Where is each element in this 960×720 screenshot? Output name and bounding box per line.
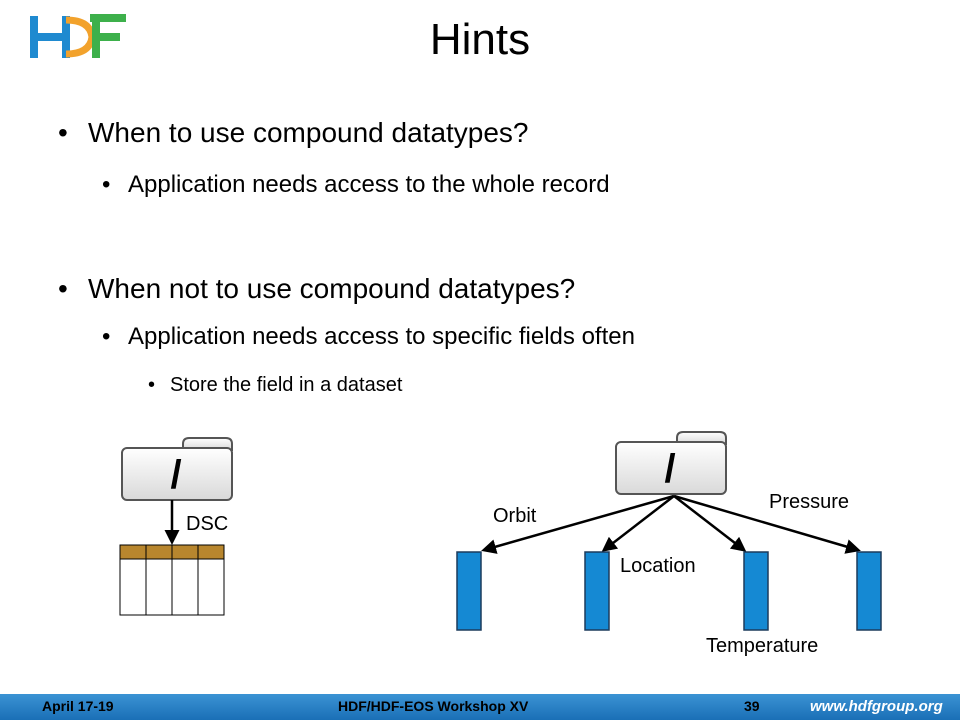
pressure-dataset-icon	[856, 551, 882, 631]
footer-date: April 17-19	[42, 698, 114, 714]
pressure-link-arrow	[673, 494, 861, 554]
right-group-label: /	[664, 447, 675, 491]
bullet-dot-icon: •	[102, 323, 111, 350]
temperature-label: Temperature	[706, 635, 818, 657]
bullet-item: • Store the field in a dataset	[148, 372, 403, 398]
bullet-dot-icon: •	[58, 273, 68, 304]
bullet-text: Application needs access to specific fie…	[128, 323, 635, 350]
bullet-item: • Application needs access to the whole …	[102, 170, 610, 200]
left-group-folder-icon	[121, 437, 233, 501]
left-group-label: /	[170, 453, 181, 497]
orbit-dataset-icon	[456, 551, 482, 631]
bullet-text: Application needs access to the whole re…	[128, 171, 610, 198]
bullet-dot-icon: •	[58, 117, 68, 148]
location-dataset-icon	[584, 551, 610, 631]
temperature-dataset-icon	[743, 551, 769, 631]
temperature-link-arrow	[673, 495, 747, 552]
bullet-text: When to use compound datatypes?	[88, 117, 529, 148]
slide-footer: April 17-19 HDF/HDF-EOS Workshop XV 39 w…	[0, 694, 960, 720]
bullet-item: • When to use compound datatypes?	[58, 116, 529, 150]
left-dataset-label: DSC	[186, 513, 228, 535]
orbit-link-arrow	[481, 494, 675, 554]
pressure-label: Pressure	[769, 491, 849, 513]
orbit-label: Orbit	[493, 505, 537, 527]
bullet-text: Store the field in a dataset	[170, 374, 403, 396]
slide-title: Hints	[429, 15, 531, 64]
footer-workshop: HDF/HDF-EOS Workshop XV	[338, 698, 529, 714]
bullet-item: • Application needs access to specific f…	[102, 322, 635, 352]
bullet-dot-icon: •	[148, 374, 156, 396]
footer-page-number: 39	[744, 698, 760, 714]
bullet-text: When not to use compound datatypes?	[88, 273, 576, 304]
hdf-logo	[30, 14, 126, 58]
bullet-item: • When not to use compound datatypes?	[58, 272, 576, 306]
bullet-dot-icon: •	[102, 171, 111, 198]
footer-url: www.hdfgroup.org	[810, 698, 943, 715]
right-group-folder-icon	[615, 431, 727, 495]
compound-dataset-table	[119, 544, 225, 616]
location-label: Location	[620, 555, 696, 577]
location-link-arrow	[601, 495, 675, 552]
